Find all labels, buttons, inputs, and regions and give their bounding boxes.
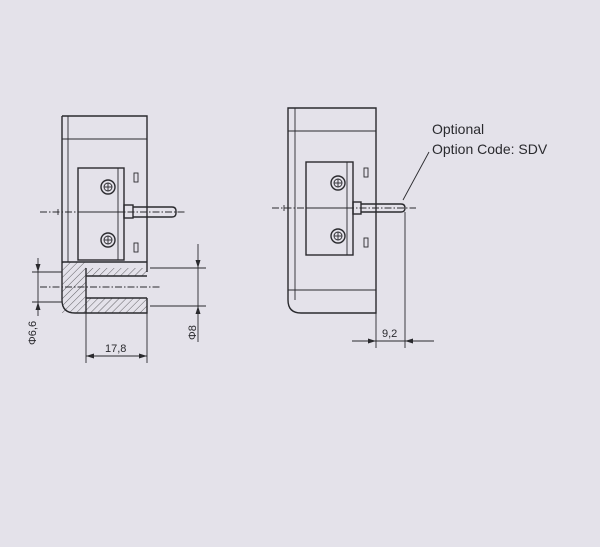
annotation-optional: Optional	[432, 121, 484, 137]
dim-dia-8	[150, 244, 206, 342]
left-section-hatch-left	[62, 262, 86, 313]
right-screw-top	[330, 175, 346, 191]
left-slot-top	[133, 172, 139, 183]
annotation-option-code: Option Code: SDV	[432, 141, 548, 157]
left-view: Φ6,6 Φ8 17,8	[27, 115, 206, 363]
right-terminal-block	[305, 161, 354, 256]
right-pin	[361, 203, 406, 213]
right-housing-outline	[287, 107, 377, 314]
left-terminal-block	[77, 167, 125, 261]
dim-pin-9-2	[352, 212, 434, 348]
left-screw-top	[100, 179, 116, 195]
dim-width-17-8	[85, 313, 148, 363]
left-section-hatch-bottom	[86, 298, 147, 313]
left-section-hatch-top	[86, 268, 147, 276]
left-pin	[133, 206, 177, 218]
left-screw-bottom	[100, 232, 116, 248]
left-pin-base	[123, 204, 134, 219]
right-slot-top	[363, 167, 369, 178]
option-leader-line	[402, 151, 430, 201]
right-slot-bottom	[363, 237, 369, 248]
dim-dia-6-6	[32, 258, 62, 316]
left-slot-bottom	[133, 242, 139, 253]
dim-dia-6-6-label: Φ6,6	[27, 321, 39, 345]
dim-dia-8-label: Φ8	[187, 325, 199, 340]
dim-pin-9-2-label: 9,2	[382, 328, 397, 340]
dim-width-17-8-label: 17,8	[105, 343, 126, 355]
right-view: 9,2	[272, 107, 434, 348]
right-screw-bottom	[330, 228, 346, 244]
